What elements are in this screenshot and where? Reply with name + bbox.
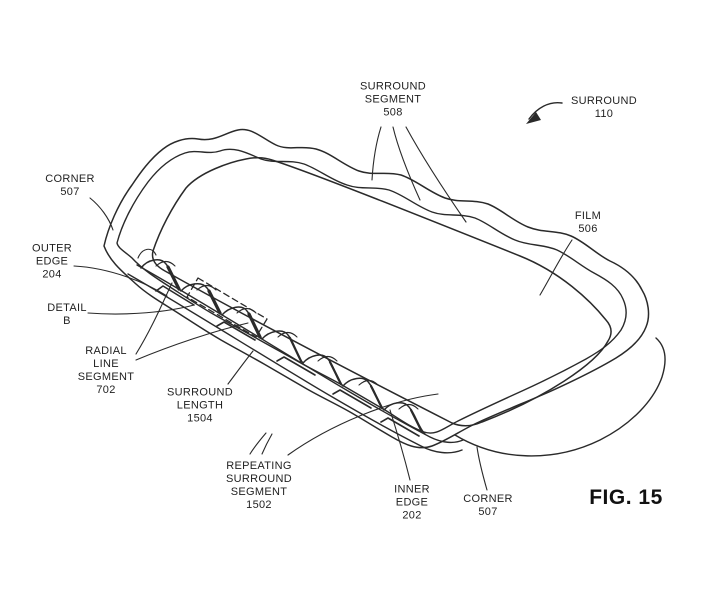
label-surround-length: SURROUND LENGTH 1504	[167, 386, 233, 425]
leader-surround-segment-3	[405, 126, 467, 223]
leader-radial-2	[135, 322, 249, 361]
leader-repeating-2	[261, 433, 273, 455]
leader-corner-bottom	[476, 446, 488, 491]
leader-lines	[73, 126, 573, 491]
leader-surround-segment-1	[371, 126, 382, 181]
ridge-crest-arcs	[137, 248, 419, 410]
surround-band-line-upper	[136, 264, 464, 444]
leader-repeating-3	[287, 393, 439, 456]
inner-wavy-edge	[116, 148, 627, 434]
leader-surround-segment-2	[392, 126, 421, 201]
surround-length-brackets	[155, 285, 420, 437]
surround-arrow	[526, 101, 563, 124]
detail-b-box	[186, 277, 268, 338]
label-surround: SURROUND 110	[571, 95, 637, 120]
leader-radial-1	[135, 282, 173, 355]
label-film: FILM 506	[574, 210, 602, 235]
leader-film	[539, 239, 573, 296]
arrowhead	[526, 112, 541, 124]
label-detail-b: DETAIL B	[47, 302, 87, 327]
outer-wavy-edge	[103, 128, 650, 449]
leader-corner-top	[89, 197, 114, 231]
label-inner-edge: INNER EDGE 202	[394, 483, 430, 522]
leader-detail-b	[87, 304, 195, 315]
leader-surround-length	[227, 350, 254, 385]
label-surround-segment: SURROUND SEGMENT 508	[360, 80, 426, 119]
label-corner-top: CORNER 507	[45, 173, 95, 198]
leader-inner-edge	[389, 409, 411, 481]
surround-band-line-lower	[127, 273, 463, 454]
label-outer-edge: OUTER EDGE 204	[32, 242, 72, 281]
label-corner-bottom: CORNER 507	[463, 493, 513, 518]
radial-line-segments	[166, 265, 424, 434]
label-radial-line-segment: RADIAL LINE SEGMENT 702	[77, 345, 135, 396]
film-outline	[151, 156, 612, 427]
corner-skirt-contour	[454, 337, 666, 457]
figure-caption: FIG. 15	[589, 486, 663, 509]
label-repeating-surround-segment: REPEATING SURROUND SEGMENT 1502	[226, 460, 292, 511]
leader-outer-edge	[73, 265, 168, 297]
leader-repeating-1	[249, 432, 267, 455]
